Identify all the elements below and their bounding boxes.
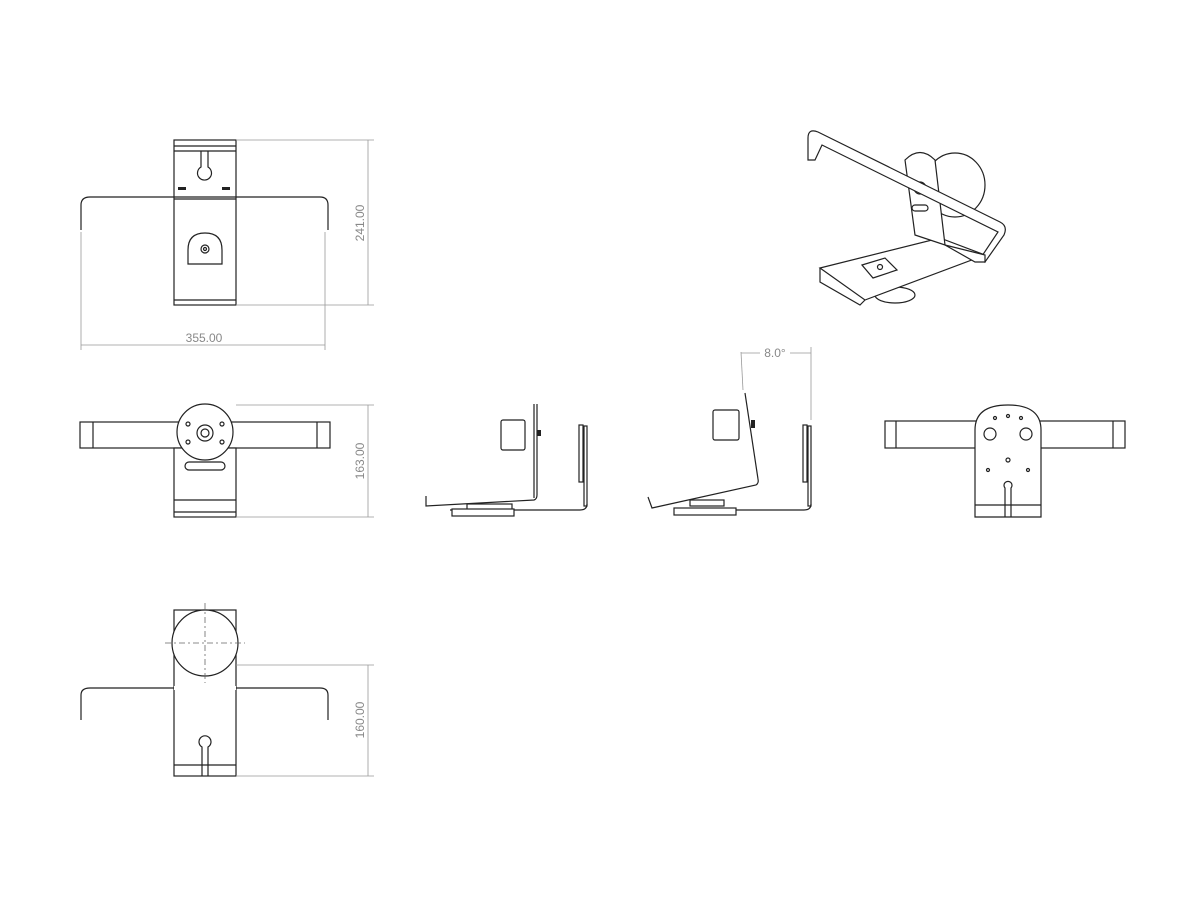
dimension-355: 355.00 bbox=[186, 331, 223, 345]
front-view bbox=[79, 403, 331, 518]
side-view bbox=[425, 404, 588, 517]
bottom-view bbox=[80, 603, 329, 777]
tilted-side-view: 8.0° bbox=[647, 346, 812, 516]
dimension-8-degree: 8.0° bbox=[764, 346, 786, 360]
dimension-163: 163.00 bbox=[353, 442, 367, 479]
dimension-241: 241.00 bbox=[353, 204, 367, 241]
bottom-view-dimensions: 160.00 bbox=[236, 664, 374, 777]
rear-view bbox=[884, 404, 1126, 518]
top-view bbox=[80, 139, 329, 306]
top-view-dimensions: 241.00 355.00 bbox=[80, 139, 374, 350]
dimension-160: 160.00 bbox=[353, 701, 367, 738]
isometric-view bbox=[807, 130, 1006, 306]
front-view-dimensions: 163.00 bbox=[236, 404, 374, 518]
